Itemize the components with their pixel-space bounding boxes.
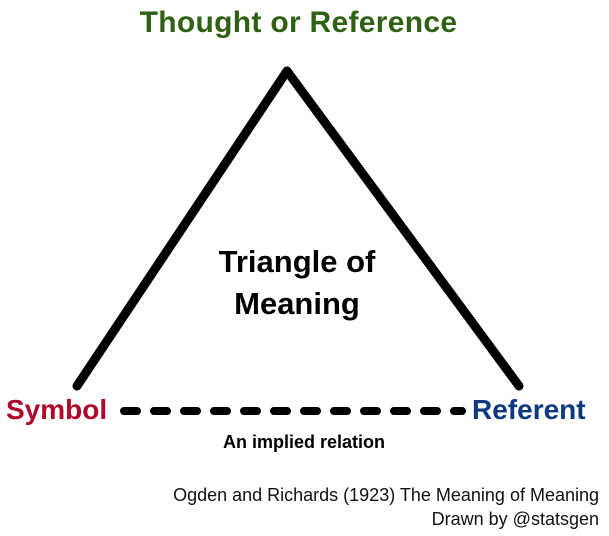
- node-symbol: Symbol: [6, 394, 108, 425]
- node-referent: Referent: [472, 394, 586, 425]
- left-side-line: [72, 66, 292, 391]
- implied-relation-label: An implied relation: [222, 432, 386, 452]
- triangle-title: Triangle of Meaning: [218, 244, 376, 321]
- citation-caption: Ogden and Richards (1923) The Meaning of…: [173, 485, 599, 505]
- right-side-line: [282, 66, 524, 391]
- node-thought-or-reference: Thought or Reference: [139, 6, 458, 39]
- credit-caption: Drawn by @statsgen: [431, 509, 599, 529]
